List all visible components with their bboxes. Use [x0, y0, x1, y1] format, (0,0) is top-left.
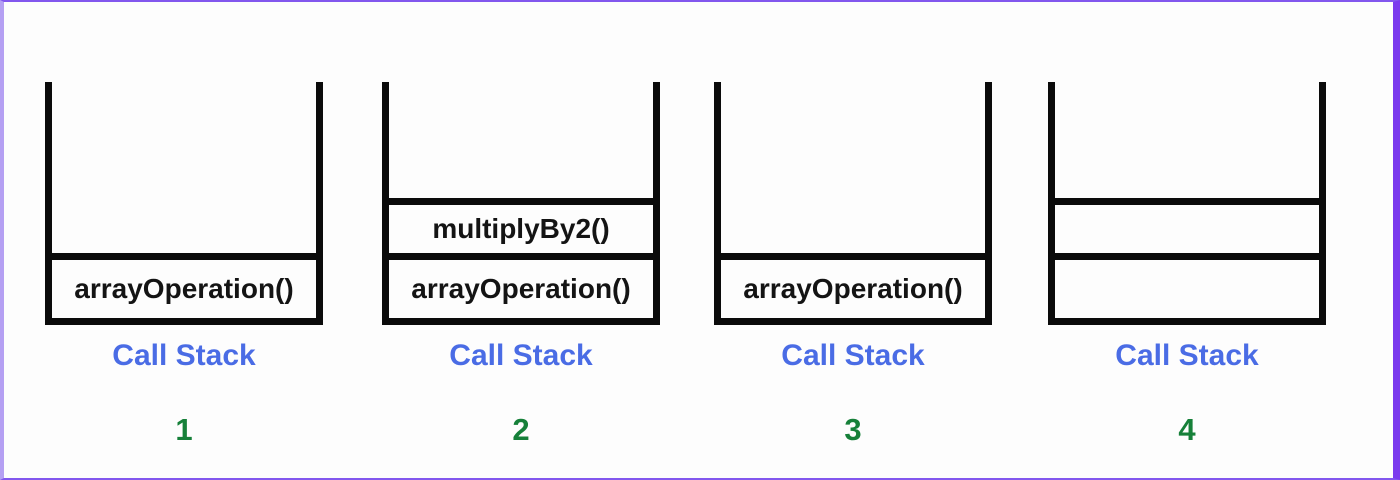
- callstack-label: Call Stack: [1115, 339, 1259, 372]
- frame-function-label: multiplyBy2(): [432, 213, 610, 244]
- stack-frame: arrayOperation(): [52, 253, 316, 318]
- stack-frame: [1055, 253, 1319, 318]
- stack-container-4: [1048, 82, 1326, 325]
- callstack-unit-4: Call Stack 4: [1048, 82, 1326, 448]
- callstack-label: Call Stack: [112, 339, 256, 372]
- stack-frame: multiplyBy2(): [389, 198, 653, 253]
- frame-function-label: arrayOperation(): [74, 273, 294, 304]
- callstack-label: Call Stack: [781, 339, 925, 372]
- callstack-unit-2: multiplyBy2() arrayOperation() Call Stac…: [382, 82, 660, 448]
- callstack-unit-3: arrayOperation() Call Stack 3: [714, 82, 992, 448]
- callstack-unit-1: arrayOperation() Call Stack 1: [45, 82, 323, 448]
- step-number-label: 3: [844, 412, 862, 447]
- stack-frame: arrayOperation(): [389, 253, 653, 318]
- stack-container-3: arrayOperation(): [714, 82, 992, 325]
- frame-function-label: arrayOperation(): [743, 273, 963, 304]
- callstack-label: Call Stack: [449, 339, 593, 372]
- stack-frame: [1055, 198, 1319, 253]
- stack-frame: arrayOperation(): [721, 253, 985, 318]
- frame-function-label: arrayOperation(): [411, 273, 631, 304]
- stack-container-1: arrayOperation(): [45, 82, 323, 325]
- step-number-label: 4: [1178, 412, 1196, 447]
- step-number-label: 1: [175, 412, 193, 447]
- stack-container-2: multiplyBy2() arrayOperation(): [382, 82, 660, 325]
- step-number-label: 2: [512, 412, 530, 447]
